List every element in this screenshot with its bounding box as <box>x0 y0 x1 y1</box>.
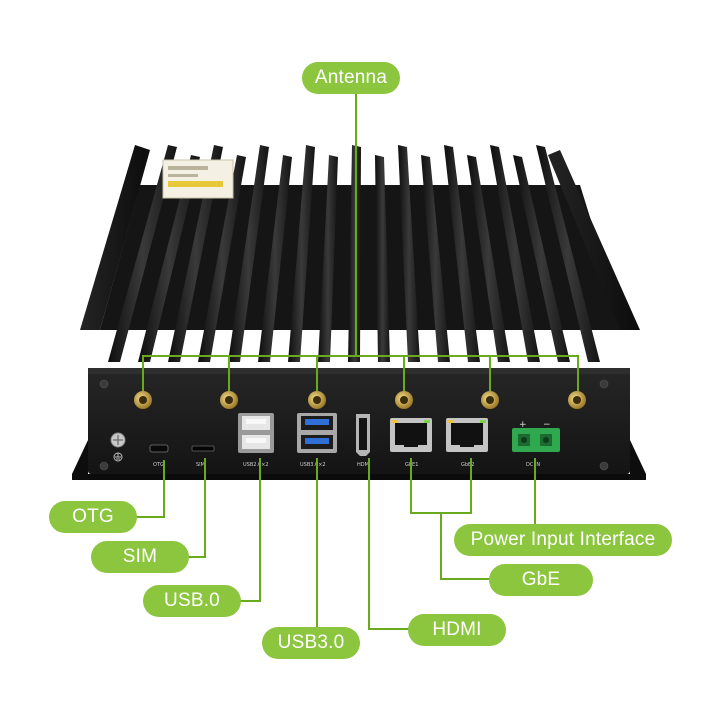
heatsink-fin <box>348 145 361 362</box>
heatsink-fin <box>138 155 200 362</box>
usb2-callout: USB.0 <box>143 585 241 617</box>
sim-port-label: SIM <box>196 462 205 468</box>
hdmi-lead-vertical <box>368 458 370 630</box>
antenna-drop-1 <box>142 355 144 391</box>
otg-callout: OTG <box>49 501 137 533</box>
heatsink-fin <box>398 145 420 362</box>
gbe-lead-horizontal <box>440 578 492 580</box>
gbe1-port <box>390 418 432 452</box>
gbe2-lead-vertical <box>470 458 472 514</box>
hdmi-port-label: HDMI <box>357 462 370 468</box>
antenna-drop-5 <box>489 355 491 391</box>
antenna-connector-4 <box>395 391 413 409</box>
otg-lead-vertical <box>163 460 165 518</box>
hdmi-callout: HDMI <box>408 614 506 646</box>
heatsink-fin <box>288 145 315 362</box>
otg-lead-horizontal <box>134 516 165 518</box>
heatsink-fins <box>108 145 600 362</box>
sim-lead-vertical <box>204 458 206 558</box>
usb2-port-label: USB2.0×2 <box>243 462 269 468</box>
antenna-connector-5 <box>481 391 499 409</box>
antenna-drop-4 <box>403 355 405 391</box>
usb2-lead-horizontal <box>238 600 261 602</box>
antenna-connector-1 <box>134 391 152 409</box>
power-callout: Power Input Interface <box>454 524 672 556</box>
heatsink-fin <box>513 155 570 362</box>
dc-in-terminal <box>512 428 560 452</box>
antenna-connector-3 <box>308 391 326 409</box>
gbe1-lead-vertical <box>410 458 412 514</box>
heatsink-fin <box>228 145 269 362</box>
otg-port-label: OTG <box>153 462 164 468</box>
antenna-lead-vertical <box>355 92 357 356</box>
power-lead-vertical <box>534 458 536 526</box>
antenna-drop-6 <box>577 355 579 391</box>
usb3-ports <box>297 413 337 453</box>
antenna-drop-3 <box>316 355 318 391</box>
gbe2-port <box>446 418 488 452</box>
usb3-callout: USB3.0 <box>262 627 360 659</box>
sim-slot <box>191 445 215 452</box>
antenna-drop-2 <box>228 355 230 391</box>
heatsink-fin <box>421 155 450 362</box>
usb2-ports <box>238 413 274 453</box>
dc-minus-label: − <box>543 420 551 430</box>
heatsink-fin <box>168 145 223 362</box>
hdmi-lead-horizontal <box>368 628 412 630</box>
otg-port <box>149 444 169 453</box>
heatsink-fin <box>490 145 540 362</box>
usb3-port-label: USB3.0×2 <box>300 462 326 468</box>
dcin-port-label: DC IN <box>526 462 540 468</box>
sim-callout: SIM <box>91 541 189 573</box>
ground-screw-icon <box>110 432 126 448</box>
heatsink-fin <box>375 155 390 362</box>
antenna-lead-horizontal <box>142 355 579 357</box>
gbe-callout: GbE <box>489 564 593 596</box>
heatsink-fin <box>536 145 600 362</box>
dc-plus-label: + <box>519 420 527 430</box>
heatsink-fin <box>108 145 177 362</box>
heatsink-fin <box>444 145 480 362</box>
antenna-connector-6 <box>568 391 586 409</box>
usb2-lead-vertical <box>259 458 261 602</box>
sim-lead-horizontal <box>186 556 206 558</box>
gbe2-port-label: GbE2 <box>461 462 474 468</box>
base-left <box>72 440 88 480</box>
heatsink-fin <box>318 155 338 362</box>
usb3-lead-vertical <box>316 458 318 642</box>
heatsink-fin <box>467 155 510 362</box>
heatsink-left-flange <box>80 145 150 330</box>
hdmi-port <box>356 414 370 456</box>
antenna-connector-2 <box>220 391 238 409</box>
gbe-lead-drop <box>440 512 442 580</box>
heatsink-fin <box>258 155 292 362</box>
base-right <box>630 440 646 480</box>
antenna-callout: Antenna <box>302 62 400 94</box>
ground-symbol-icon <box>113 452 123 462</box>
heatsink-fin <box>198 155 246 362</box>
heatsink-right-flange <box>548 150 640 330</box>
serial-sticker <box>162 159 234 199</box>
